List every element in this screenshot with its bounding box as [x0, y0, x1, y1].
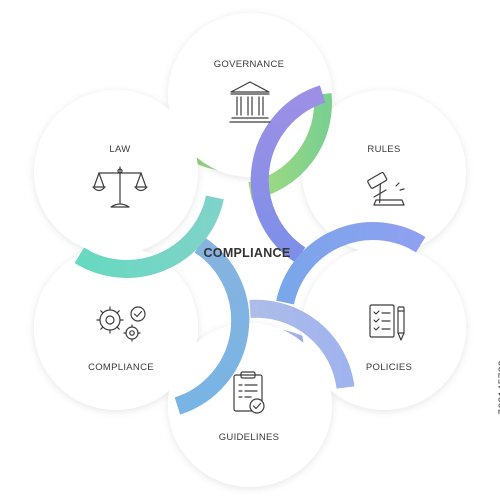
arc-law-over: [74, 195, 224, 278]
node-label-rules: RULES: [367, 144, 400, 155]
checklist-pencil-icon: [369, 304, 405, 341]
cycle-arcs-over: [74, 85, 426, 415]
node-circle-governance: [168, 13, 332, 177]
scales-icon: [92, 166, 148, 208]
center-label: COMPLIANCE: [203, 246, 290, 260]
clipboard-check-icon: [233, 371, 265, 414]
arc-rules-over: [250, 85, 326, 263]
arc-compliance-over: [174, 237, 250, 415]
node-circle-rules: [302, 90, 466, 254]
node-label-governance: GOVERNANCE: [214, 59, 285, 70]
node-label-law: LAW: [109, 144, 130, 155]
node-label-guidelines: GUIDELINES: [219, 432, 280, 443]
node-label-policies: POLICIES: [366, 362, 412, 373]
gavel-icon: [367, 171, 405, 206]
bank-building-icon: [229, 81, 271, 123]
node-circle-law: [34, 90, 198, 254]
arc-guidelines-over: [249, 299, 355, 389]
gears-check-icon: [96, 306, 146, 342]
node-label-compliance: COMPLIANCE: [88, 362, 154, 373]
arc-policies-over: [276, 222, 426, 305]
